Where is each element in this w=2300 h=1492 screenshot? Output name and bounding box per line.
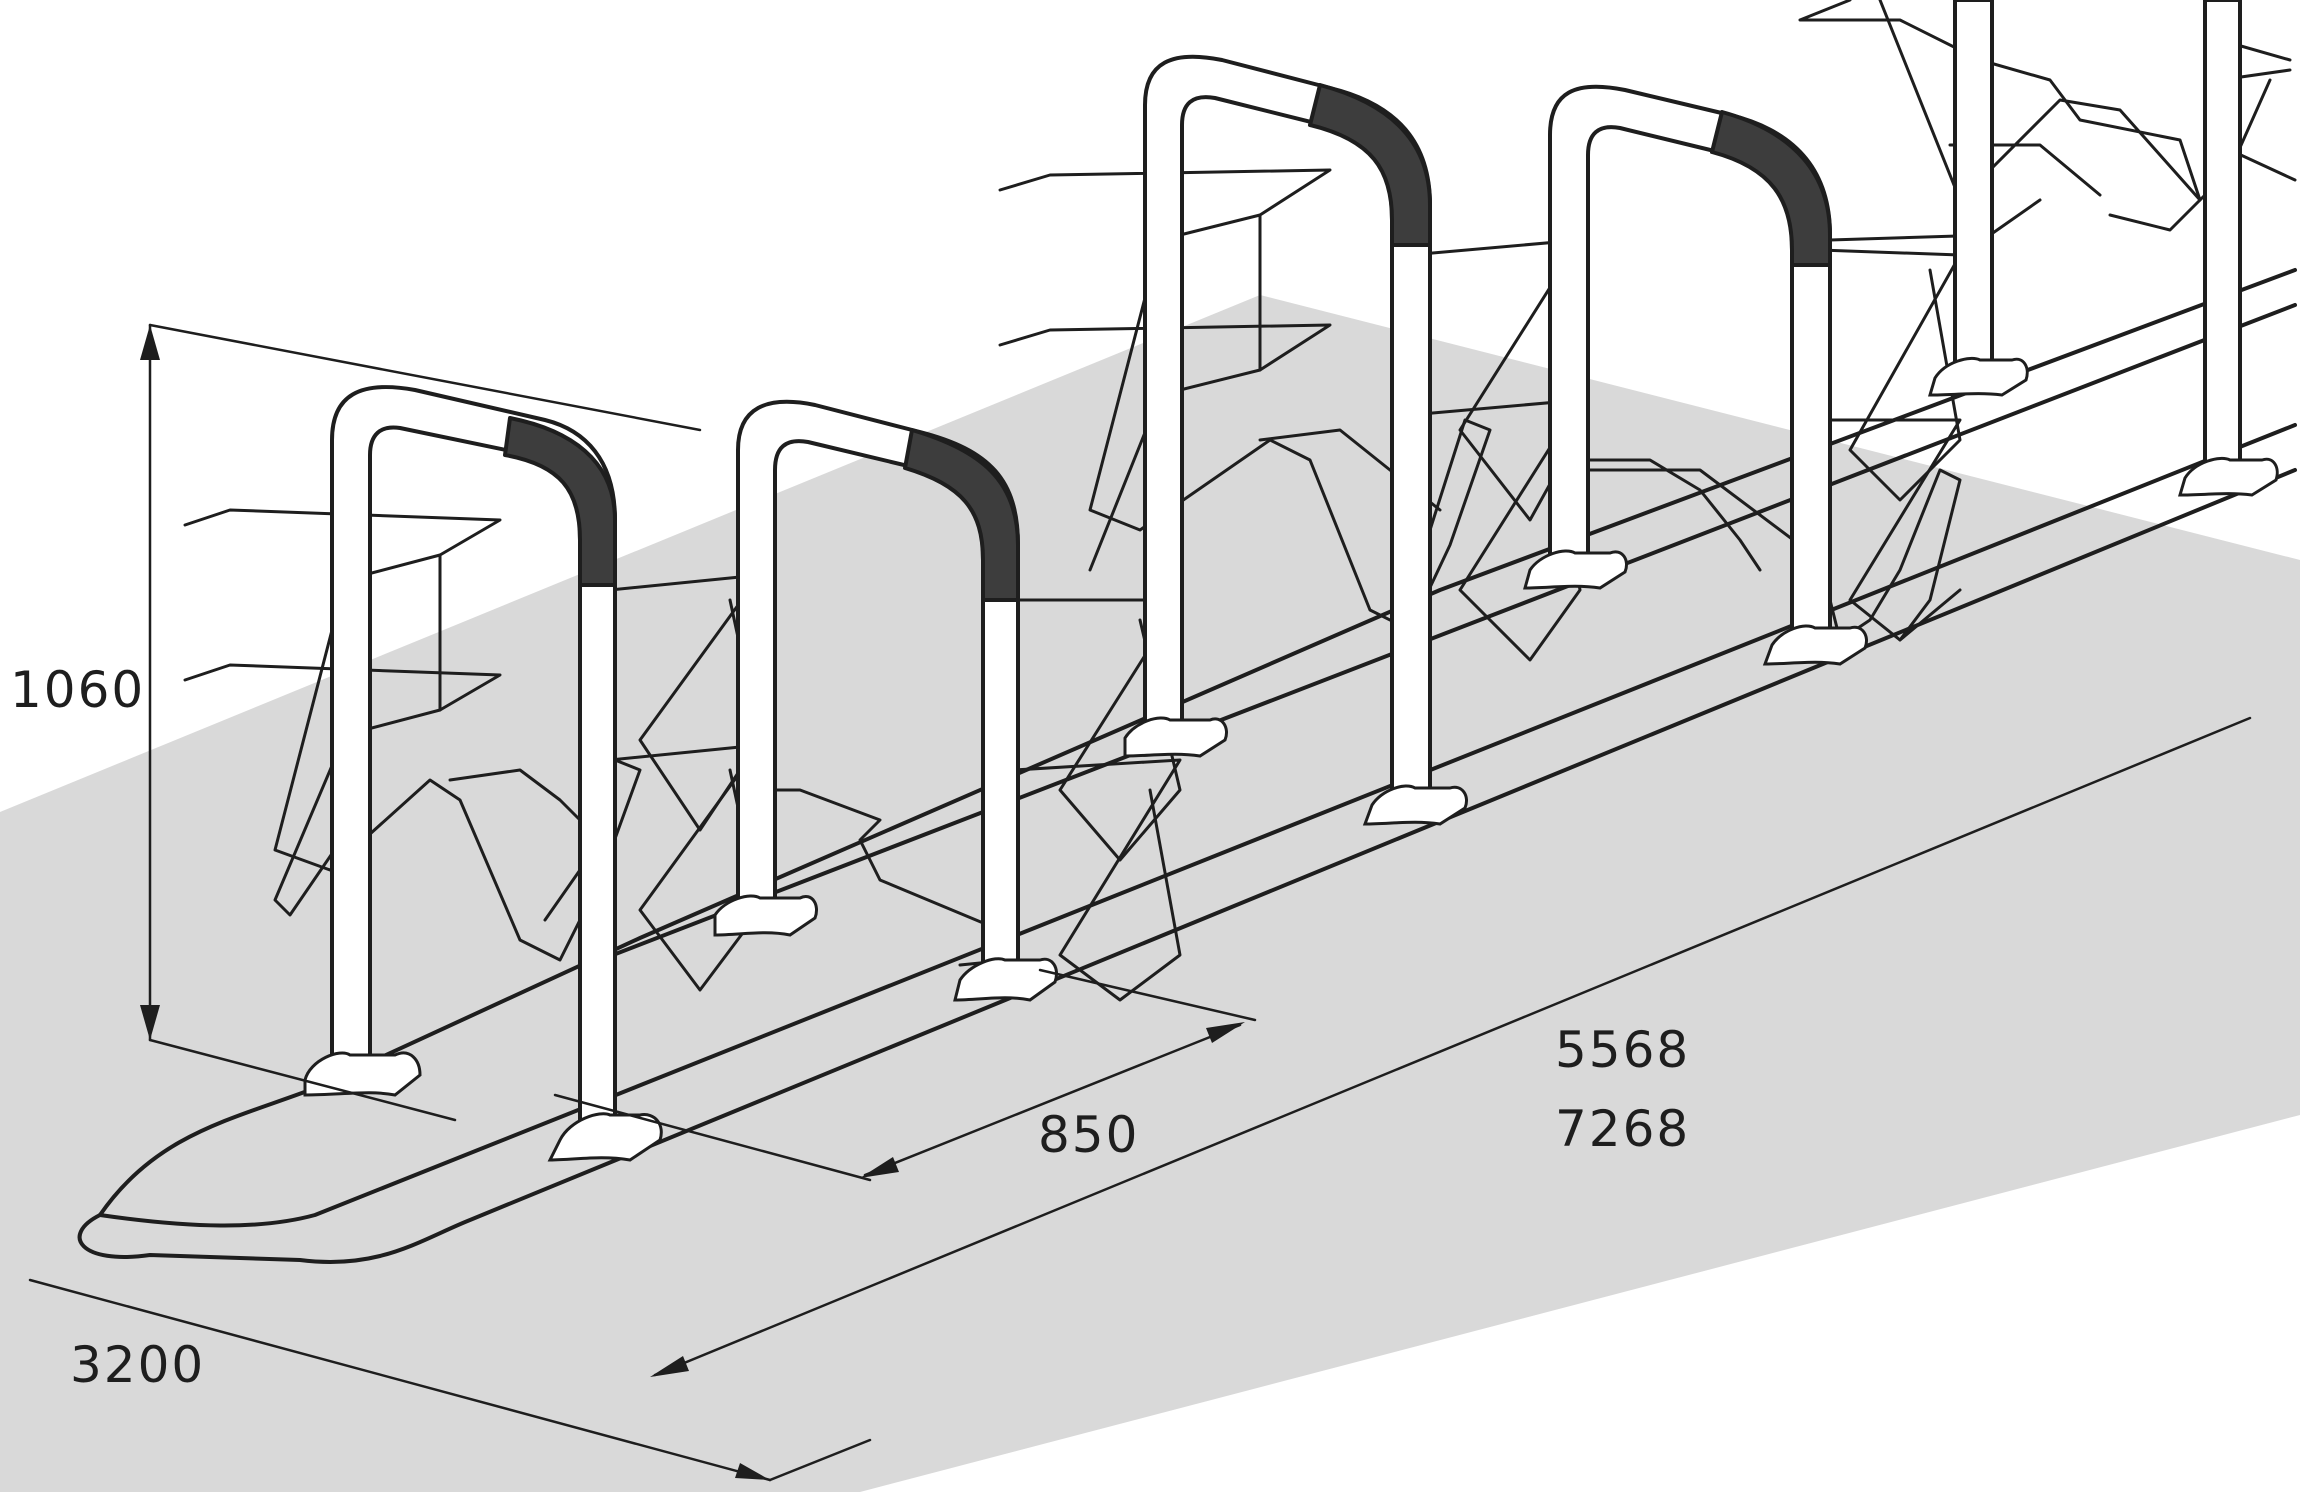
hoop-4-grip — [1710, 110, 1832, 267]
depth-dimension-label: 3200 — [70, 1336, 206, 1394]
total-length-dimension-label: 7268 — [1555, 1100, 1691, 1158]
hoop-6 — [2203, 0, 2242, 472]
arrow-right-icon — [735, 1463, 770, 1480]
base-frame — [77, 268, 2297, 1264]
arrow-left-icon — [860, 1157, 899, 1178]
hoop-1-grip — [503, 416, 617, 587]
arrow-up-icon — [140, 325, 160, 360]
inner-length-dimension-label: 5568 — [1555, 1021, 1691, 1079]
hoop-3-grip — [1308, 83, 1432, 247]
hoops — [330, 0, 2242, 1132]
dimension-lines — [28, 323, 2252, 1482]
hoop-2-grip — [903, 428, 1020, 602]
height-dimension-label: 1060 — [10, 661, 146, 719]
arrow-left-icon — [650, 1356, 689, 1377]
feet-clamps — [303, 356, 2279, 1162]
ground-plane — [0, 295, 2300, 1492]
arrow-down-icon — [140, 1005, 160, 1040]
hoop-5 — [1953, 0, 1994, 372]
arrow-right-icon — [1206, 1022, 1245, 1043]
spacing-dimension-label: 850 — [1038, 1106, 1140, 1164]
dimension-arrows — [140, 325, 1245, 1480]
